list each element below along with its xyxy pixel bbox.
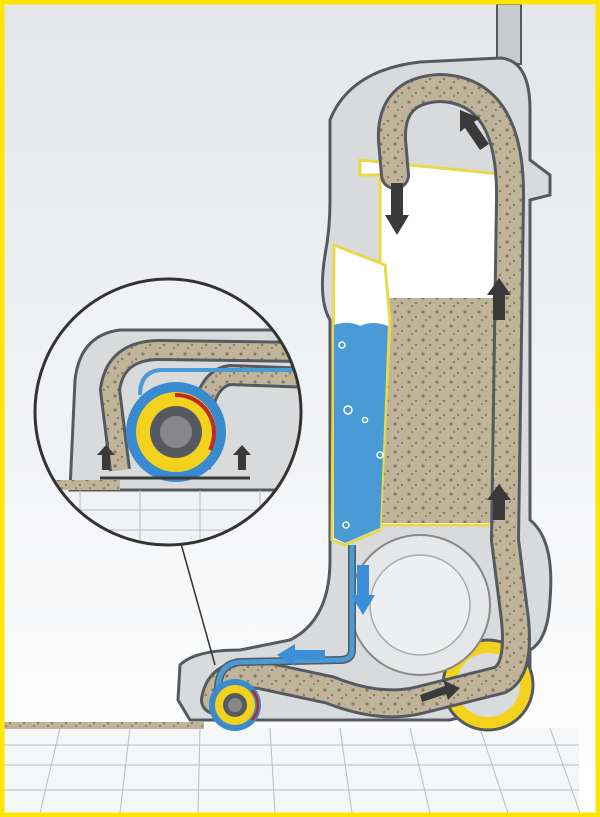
rotation-arrow-icon: [251, 689, 260, 721]
rotation-arrow-icon: [174, 392, 216, 451]
brush-roller: [209, 679, 261, 731]
air-bubbles: [338, 341, 384, 529]
handle: [496, 3, 522, 65]
flow-arrow-icon: [277, 565, 375, 666]
dirt-strip: [4, 722, 204, 729]
floor-tiles: [4, 722, 581, 814]
callout-line: [179, 539, 216, 666]
magnifier-callout: [33, 277, 303, 547]
flow-arrow-icon: [385, 110, 511, 702]
